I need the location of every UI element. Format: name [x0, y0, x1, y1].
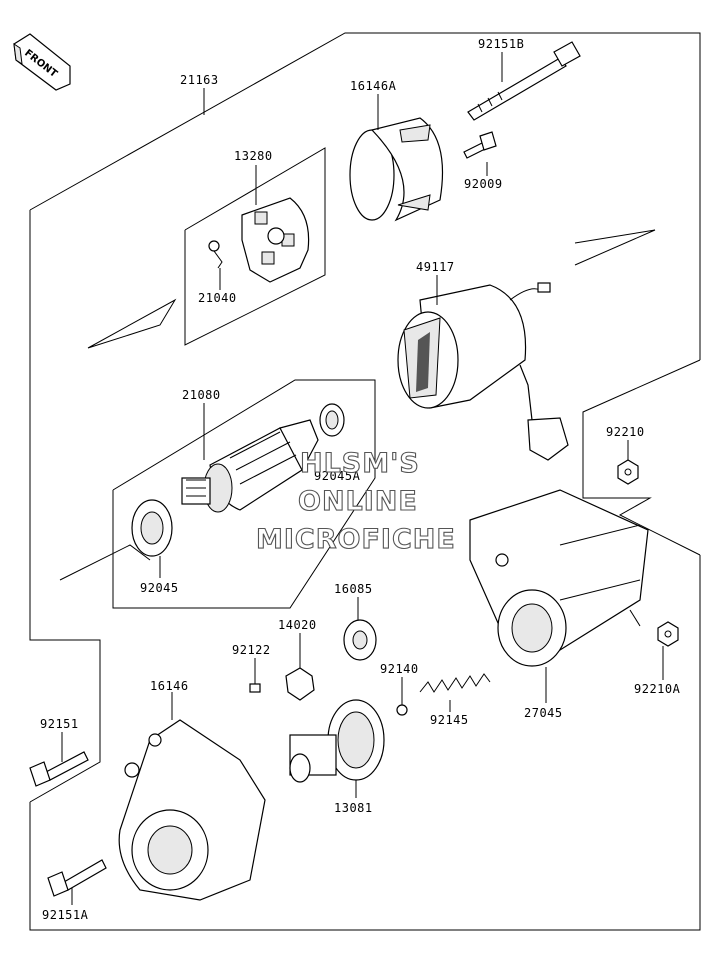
label-27045: 27045: [524, 706, 563, 720]
label-13081: 13081: [334, 801, 373, 815]
bolt-upper: [29, 751, 89, 787]
label-49117: 49117: [416, 260, 455, 274]
label-92151A: 92151A: [42, 908, 89, 922]
label-16146: 16146: [150, 679, 189, 693]
idle-gear: [343, 619, 377, 661]
label-92210: 92210: [606, 425, 645, 439]
label-92151: 92151: [40, 717, 79, 731]
label-21080: 21080: [182, 388, 221, 402]
part-labels: 21163 92151B 16146A 92009 13280 21040 49…: [40, 37, 681, 922]
watermark-line-2: ONLINE: [298, 486, 418, 517]
label-92045A: 92045A: [314, 469, 361, 483]
label-14020: 14020: [278, 618, 317, 632]
bearing-large: [131, 499, 173, 557]
label-92210A: 92210A: [634, 682, 681, 696]
assembly-outline: [29, 32, 701, 931]
label-92009: 92009: [464, 177, 503, 191]
label-16146A: 16146A: [350, 79, 397, 93]
watermark: HLSM'S ONLINE MICROFICHE: [255, 447, 456, 555]
screw-small: [463, 131, 497, 159]
label-92151B: 92151B: [478, 37, 524, 51]
watermark-line-3: MICROFICHE: [256, 524, 456, 555]
retainer: [285, 667, 315, 701]
label-21040: 21040: [198, 291, 237, 305]
overrunning-clutch: [289, 699, 385, 783]
label-16085: 16085: [334, 582, 373, 596]
armature: [181, 419, 319, 513]
label-92140: 92140: [380, 662, 419, 676]
nut-lower: [657, 621, 679, 647]
label-13280: 13280: [234, 149, 273, 163]
through-bolt-long: [467, 41, 581, 121]
plunger-spring: [419, 673, 491, 693]
bolt-lower: [47, 859, 107, 897]
solenoid-switch: [469, 489, 649, 667]
steel-ball: [396, 704, 408, 716]
yoke-assembly: [397, 282, 569, 461]
brush-holder: [241, 197, 310, 283]
pin: [249, 683, 261, 693]
leader-lines: [61, 52, 664, 905]
label-92122: 92122: [232, 643, 271, 657]
label-92045: 92045: [140, 581, 179, 595]
front-arrow-icon: FRONT: [13, 33, 71, 91]
brush-spring: [208, 240, 223, 269]
label-92145: 92145: [430, 713, 469, 727]
end-cover-rear: [349, 117, 443, 222]
front-housing: [118, 719, 266, 901]
label-21163: 21163: [180, 73, 219, 87]
bearing-small: [319, 403, 345, 437]
watermark-line-1: HLSM'S: [300, 448, 420, 479]
nut-upper: [617, 459, 639, 485]
